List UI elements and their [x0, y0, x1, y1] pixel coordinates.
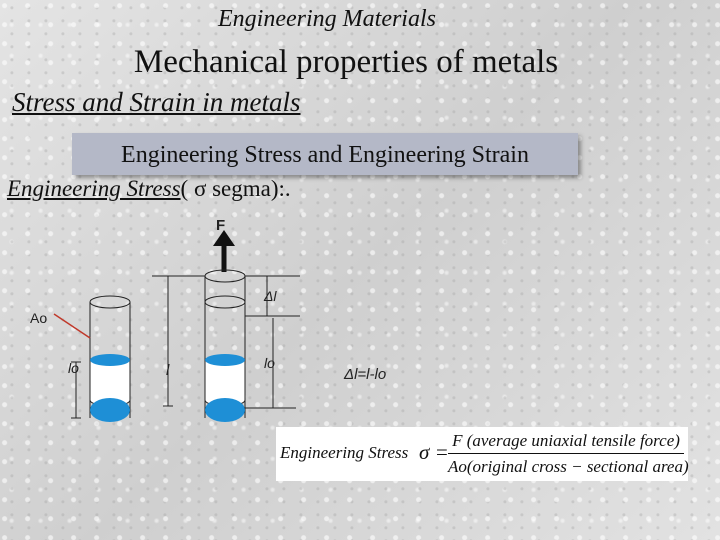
fraction-bar — [448, 453, 684, 454]
delta-l-label: Δl — [263, 288, 277, 304]
section-subtitle: Stress and Strain in metals — [12, 87, 301, 117]
formula-fraction: F (average uniaxial tensile force) Ao(or… — [448, 430, 689, 478]
force-arrow — [213, 230, 235, 272]
stretched-specimen — [204, 269, 246, 422]
tensile-diagram: F Ao lo l Δl lo — [30, 217, 386, 422]
formula-numerator: F (average uniaxial tensile force) — [452, 431, 680, 450]
formula-lhs: Engineering Stress — [280, 443, 409, 462]
original-specimen — [89, 295, 131, 422]
course-title: Engineering Materials — [218, 6, 436, 32]
lo-label-right: lo — [264, 355, 275, 371]
area-label: Ao — [30, 310, 47, 326]
page-title: Mechanical properties of metals — [133, 44, 559, 80]
topic-banner-text: Engineering Stress and Engineering Strai… — [121, 142, 529, 168]
stress-formula-box: Engineering Stress σ = F (average uniaxi… — [276, 427, 689, 481]
l-dimension — [152, 275, 205, 407]
lo-label-left: lo — [68, 360, 79, 376]
definition-line: Engineering Stress( σ segma):. — [7, 176, 291, 202]
lo-dimension-right — [245, 318, 296, 409]
sigma-symbol: σ = — [419, 440, 449, 464]
definition-term: Engineering Stress — [7, 176, 181, 201]
definition-rest: ( σ segma):. — [180, 176, 291, 201]
delta-l-dimension — [245, 275, 300, 317]
topic-banner: Engineering Stress and Engineering Strai… — [72, 133, 578, 175]
elongation-formula: Δl=l-lo — [343, 366, 386, 383]
lo-dimension-left — [71, 361, 81, 419]
area-pointer — [53, 313, 91, 339]
formula-denominator: Ao(original cross − sectional area) — [448, 457, 689, 476]
force-label: F — [216, 217, 225, 234]
l-label: l — [166, 362, 170, 379]
